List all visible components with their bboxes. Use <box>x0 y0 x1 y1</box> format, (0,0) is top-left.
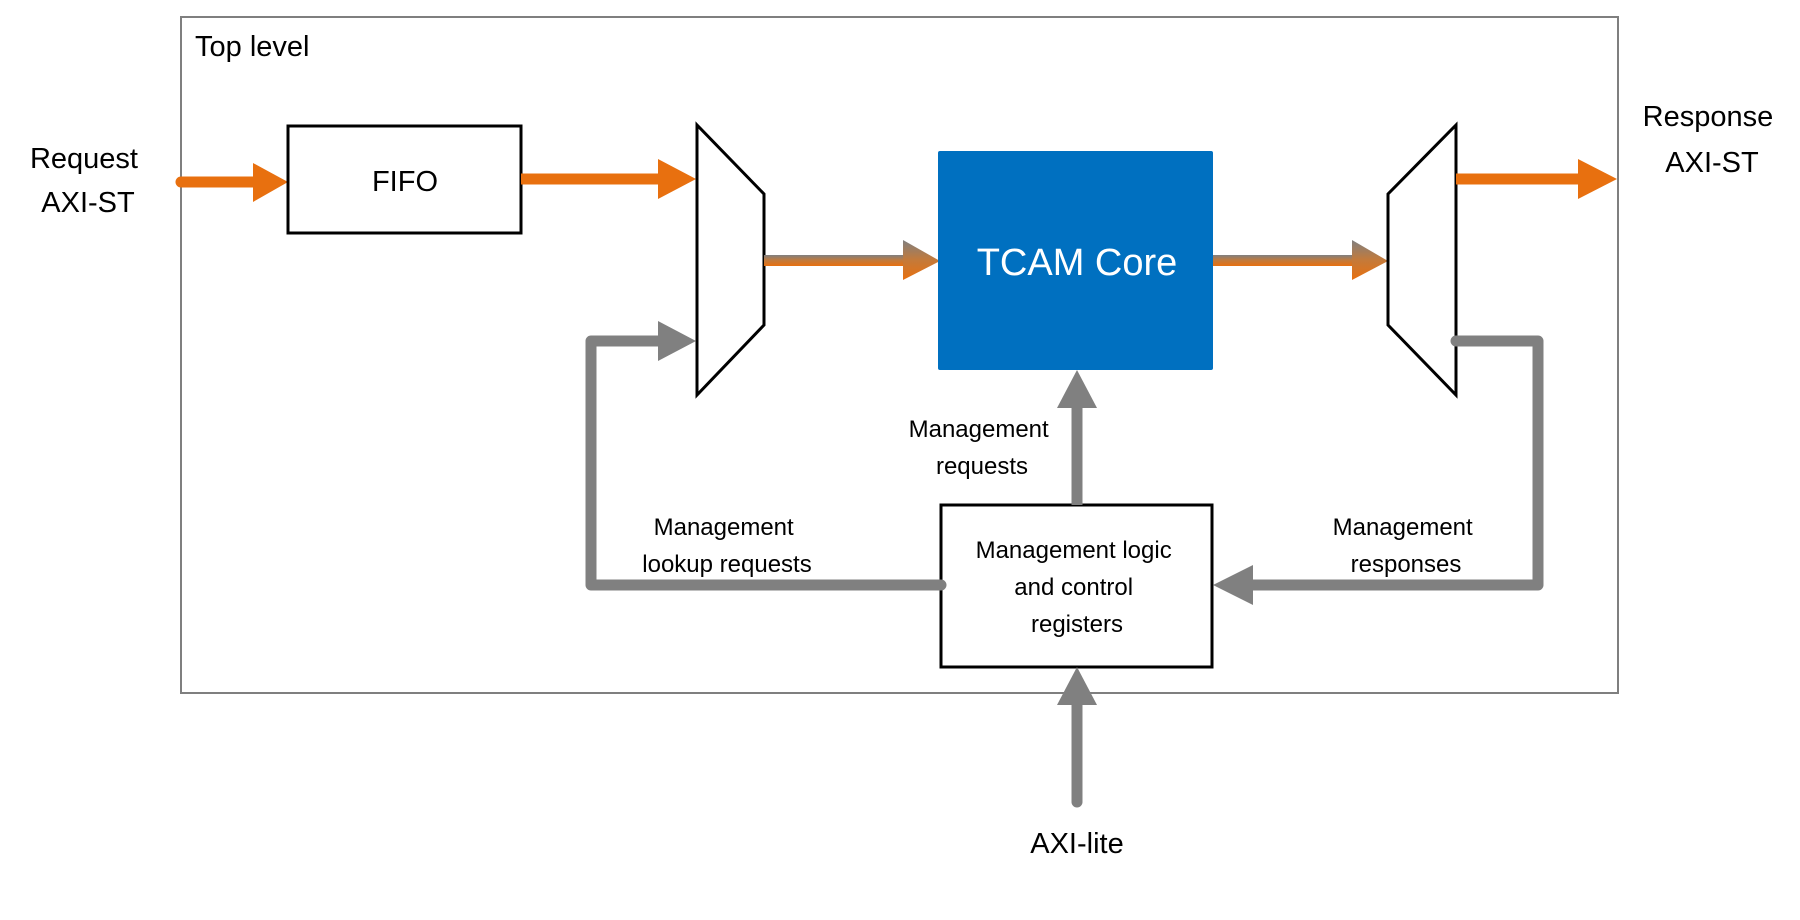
request-port-label: Request AXI-ST <box>30 143 146 219</box>
output-mux <box>1386 121 1458 399</box>
management-requests-label: Management requests <box>909 416 1056 480</box>
tcam-to-mux-arrow <box>1213 240 1388 280</box>
management-requests-arrow <box>1057 370 1097 505</box>
management-responses-arrow <box>1213 335 1544 605</box>
mux-to-tcam-arrow <box>764 240 940 280</box>
management-lookup-requests-arrow <box>585 321 947 591</box>
axi-lite-input-arrow <box>1057 667 1097 808</box>
axi-lite-port-label: AXI-lite <box>1030 828 1123 860</box>
fifo-to-mux-arrow <box>521 159 696 199</box>
tcam-core-block <box>938 151 1213 370</box>
management-logic-block <box>939 503 1214 669</box>
input-mux <box>695 121 766 399</box>
top-level-label: Top level <box>195 31 309 63</box>
management-lookup-requests-label: Management lookup requests <box>642 514 811 578</box>
fifo-label: FIFO <box>372 166 438 198</box>
management-logic-label: Management logic and control registers <box>976 537 1179 638</box>
top-level-container <box>180 16 1619 694</box>
response-port-label: Response AXI-ST <box>1643 101 1782 179</box>
tcam-core-label: TCAM Core <box>977 242 1178 284</box>
management-responses-label: Management responses <box>1333 514 1480 578</box>
response-output-arrow <box>1456 159 1617 199</box>
request-input-arrow <box>175 163 288 202</box>
